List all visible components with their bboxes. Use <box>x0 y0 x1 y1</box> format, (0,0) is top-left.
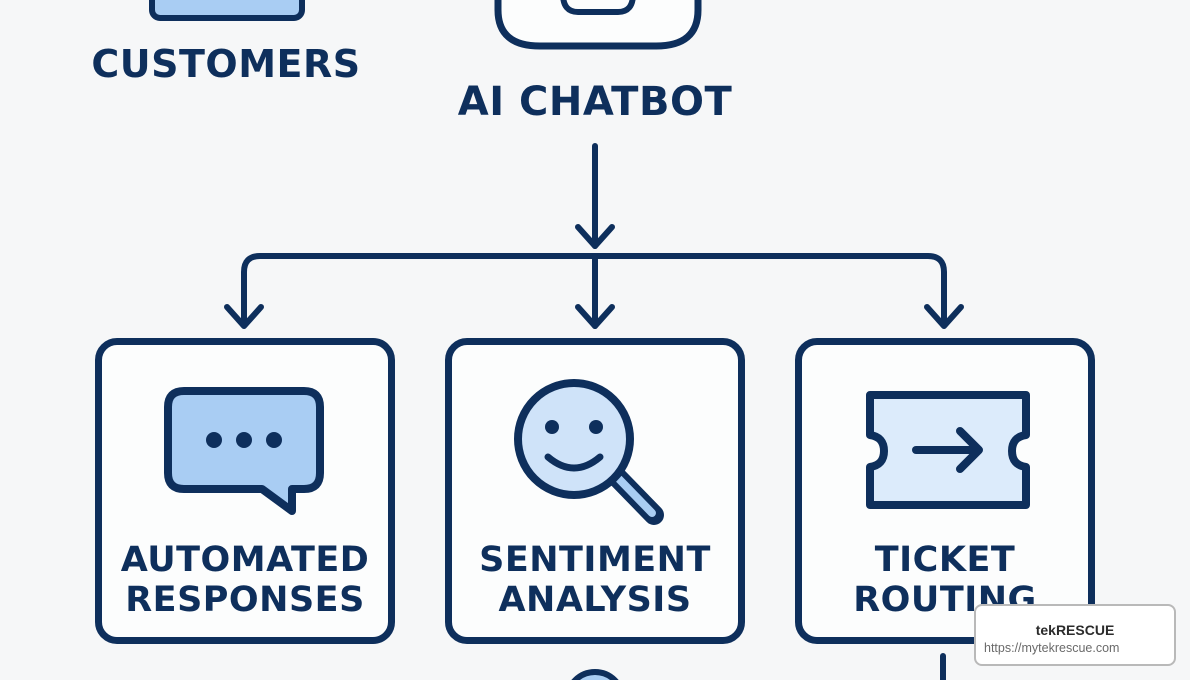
sentiment-analysis-box: SENTIMENT ANALYSIS <box>445 338 745 644</box>
arrowhead-right <box>924 304 964 329</box>
ticket-arrow-icon <box>866 391 1030 509</box>
automated-responses-line2: RESPONSES <box>125 579 365 620</box>
arrowhead-center <box>575 304 615 329</box>
robot-icon <box>494 0 702 50</box>
sentiment-analysis-line1: SENTIMENT <box>479 540 711 580</box>
flow-connectors <box>224 143 964 680</box>
ai-chatbot-label: AI CHATBOT <box>457 79 733 125</box>
arrowhead-left <box>224 304 264 329</box>
tooltip-url[interactable]: https://mytekrescue.com <box>984 641 1120 655</box>
partial-circle-icon <box>571 669 619 680</box>
smiley-magnifier-icon <box>514 379 664 525</box>
customers-label: CUSTOMERS <box>91 42 361 86</box>
ticket-routing-box: TICKET ROUTING <box>795 338 1095 644</box>
automated-responses-line1: AUTOMATED <box>120 540 370 580</box>
automated-responses-box: AUTOMATED RESPONSES <box>95 338 395 644</box>
link-tooltip[interactable]: tekRESCUE https://mytekrescue.com <box>974 604 1176 666</box>
tooltip-title: tekRESCUE <box>1035 622 1115 638</box>
sentiment-analysis-line2: ANALYSIS <box>498 579 692 620</box>
ticket-routing-line1: TICKET <box>874 540 1016 580</box>
monitor-icon <box>149 0 305 21</box>
chat-bubble-icon <box>164 387 324 515</box>
arrowhead-main <box>575 224 615 249</box>
